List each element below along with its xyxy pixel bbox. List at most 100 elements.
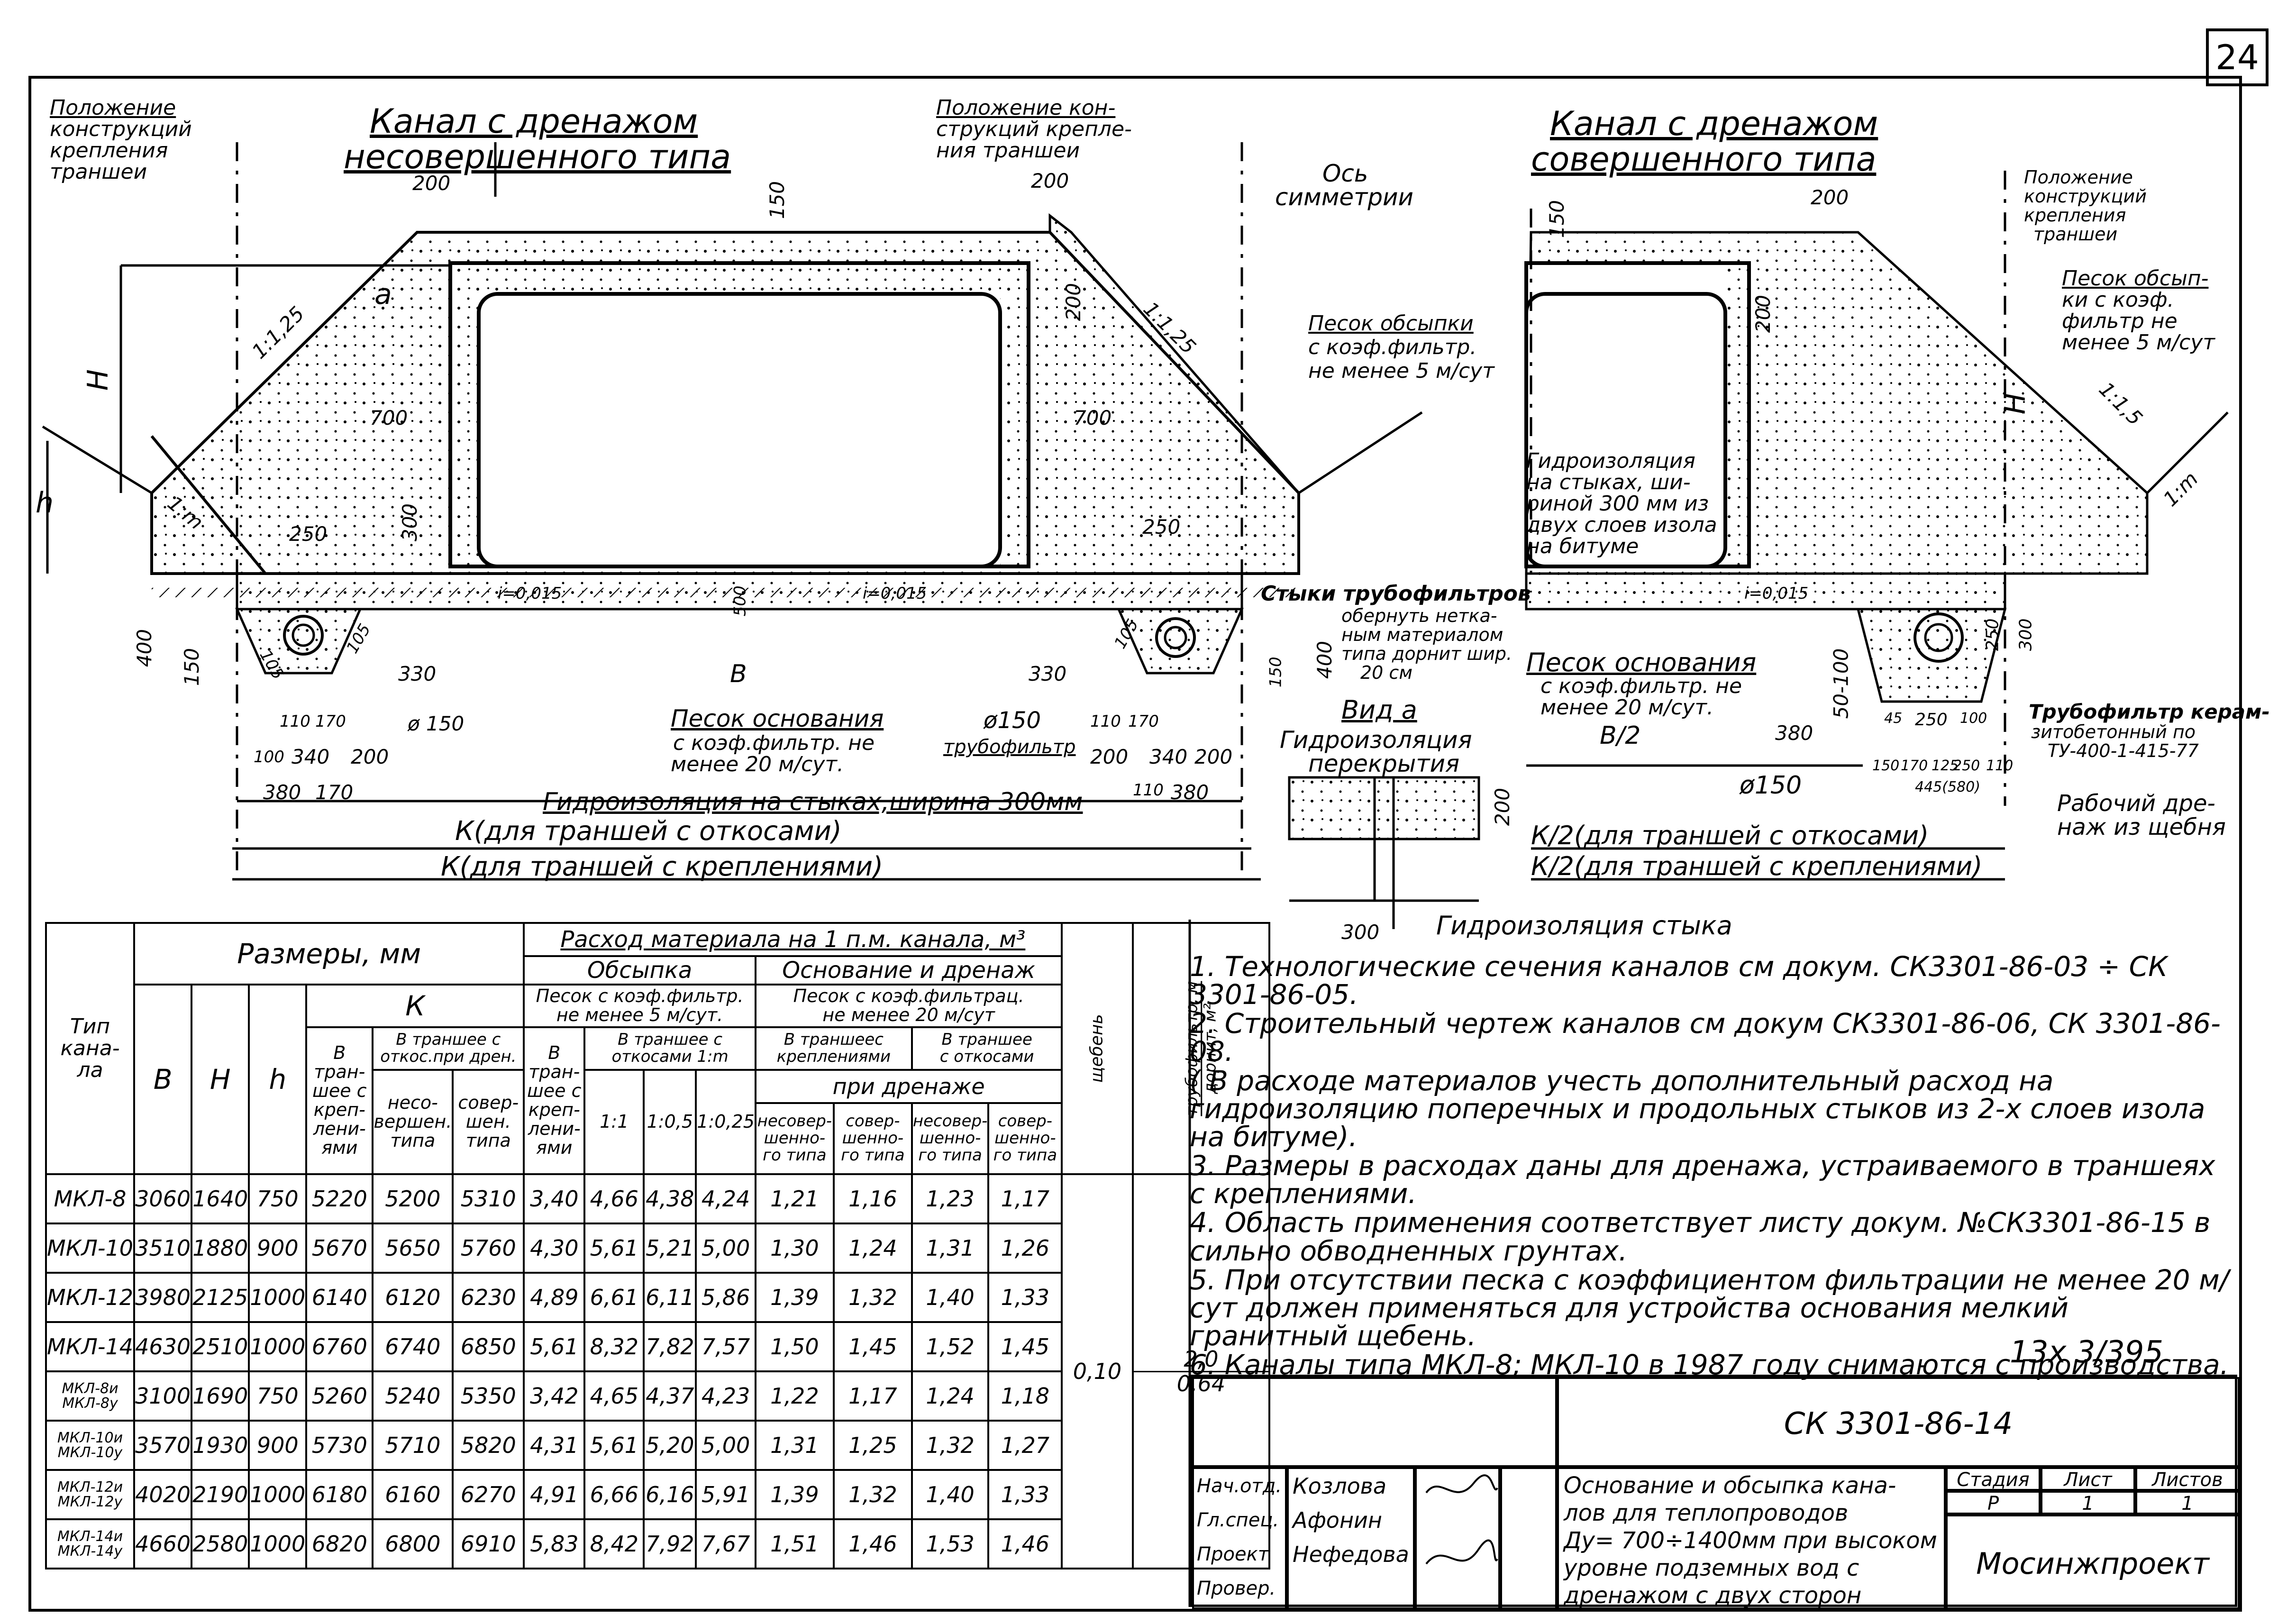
dim-110-b: 110 [1090,712,1121,731]
value-cell: 3,42 [523,1370,586,1422]
value-cell: 5,00 [695,1223,756,1274]
K-support-label: К(для траншей с креплениями) [441,851,884,882]
perf2-c: го типа [993,1145,1057,1165]
th-K-imperfect: несо- вершен. типа [372,1069,454,1175]
value-cell: 1,33 [987,1272,1063,1323]
view-a-dim-200: 200 [1491,787,1514,826]
value-cell: 1,17 [832,1370,913,1422]
value-cell: 4,23 [695,1370,756,1422]
value-cell: 2580 [191,1518,250,1569]
value-cell: 1,30 [754,1223,835,1274]
dim-200-c: 200 [1062,283,1085,321]
right-section [1524,171,2229,881]
th-perf-1: совер- шенно- го типа [832,1102,913,1175]
value-cell: 7,92 [643,1518,697,1569]
sand-base-r-2: с коэф.фильтр. не [1540,674,1742,698]
channel-type-line: МКЛ-14у [57,1543,123,1560]
dim-100-a: 100 [254,748,284,766]
channel-type-line: МКЛ-12и [57,1478,123,1496]
value-cell: 5820 [452,1420,525,1471]
b-sup-2: креплениями [776,1047,891,1066]
value-cell: 3570 [133,1420,193,1471]
channel-type-line: МКЛ-8и [62,1380,118,1397]
th-imperf-1: несовер- шенно- го типа [754,1102,835,1175]
stamp-names: Козлова Афонин Нефедова [1287,1467,1415,1609]
b-slope-1: В траншее [941,1030,1032,1049]
H-label-right: H [1999,392,2032,415]
value-cell: 6160 [372,1469,454,1520]
value-cell: 1,18 [987,1370,1063,1422]
value-cell: 4660 [133,1518,193,1569]
dim-r-400: 400 [1313,640,1337,679]
sand-fill-r-3: фильтр не [2062,309,2178,333]
dim-r-50-100: 50-100 [1829,648,1853,719]
dim-340-a: 340 [292,745,330,768]
materials-table: Тип кана- ла Размеры, мм Расход материал… [45,922,1271,1569]
th-K: К [305,984,525,1028]
joints-wrap-2: обернуть нетка- [1341,605,1497,626]
value-cell: 4,91 [523,1469,586,1520]
th-sizes: Размеры, мм [133,922,525,985]
dim-150-b: 150 [180,648,204,686]
th-base-sand: Песок с коэф.фильтрац. не менее 20 м/сут [754,984,1063,1028]
dim-400: 400 [133,629,156,667]
perf2-b: шенно- [994,1129,1056,1148]
channel-type-cell: МКЛ-12 [45,1272,136,1323]
value-cell: 5,00 [695,1420,756,1471]
value-cell: 2190 [191,1469,250,1520]
value-cell: 1,32 [832,1469,913,1520]
value-cell: 1,39 [754,1272,835,1323]
hydro-joints-r-2: на стыках, ши- [1526,470,1691,494]
trench-position-label-r2: струкций крепле- [936,117,1132,141]
dim-300: 300 [398,503,422,542]
value-cell: 8,32 [583,1321,645,1372]
view-a-dim-300: 300 [1341,921,1380,944]
value-cell: 1,26 [987,1223,1063,1274]
value-cell: 3980 [133,1272,193,1323]
value-cell: 1880 [191,1223,250,1274]
right-title-1: Канал с дренажом [1550,104,1878,143]
f-slope-1: В траншее с [618,1030,723,1049]
th-fill-sand: Песок с коэф.фильтр. не менее 5 м/сут. [523,984,756,1028]
th-m3: 1:0,25 [695,1069,756,1175]
H-label-left: H [82,369,115,391]
name-0: Козлова [1293,1473,1387,1499]
value-cell: 1,31 [754,1420,835,1471]
channel-type-line: МКЛ-8у [62,1395,118,1412]
value-cell: 5350 [452,1370,525,1422]
ceramic-2: зитобетонный по [2031,721,2196,742]
value-cell: 1,40 [911,1272,990,1323]
dim-r-200b: 200 [1751,294,1775,333]
th-base-sand-2: не менее 20 м/сут [822,1004,995,1025]
dim-330-a: 330 [398,662,437,685]
left-title-2: несовершенного типа [344,137,731,176]
th-fill-sand-2: не менее 5 м/сут. [556,1004,723,1025]
drain-1: Рабочий дре- [2057,790,2215,817]
th-base-slope: В траншее с откосами [911,1026,1063,1071]
trench-position-label-l4: траншеи [50,160,147,184]
value-cell: 1,32 [832,1272,913,1323]
th-imperf-2: несовер- шенно- го типа [911,1102,990,1175]
f-sup-2: шее с [527,1080,582,1102]
value-cell: 6820 [305,1518,374,1569]
perf2-a: совер- [998,1112,1052,1131]
sand-base-r-3: менее 20 м/сут. [1540,695,1713,720]
imp2-a: несовер- [912,1112,988,1131]
value-cell: 5,86 [695,1272,756,1323]
role-2: Проект [1197,1543,1269,1565]
dim-700-b: 700 [1074,406,1112,429]
dim-B2: В/2 [1600,721,1641,750]
imp1-c: го типа [763,1145,827,1165]
dim-200-b: 200 [1031,169,1069,192]
joints-wrap-4: типа дорнит шир. [1341,643,1513,664]
drawing-frame [28,76,2242,1612]
trench-pos-r-4: траншеи [2033,224,2118,245]
value-cell: 5730 [305,1420,374,1471]
sheet-number: 24 [2206,28,2269,86]
value-cell: 1,40 [911,1469,990,1520]
